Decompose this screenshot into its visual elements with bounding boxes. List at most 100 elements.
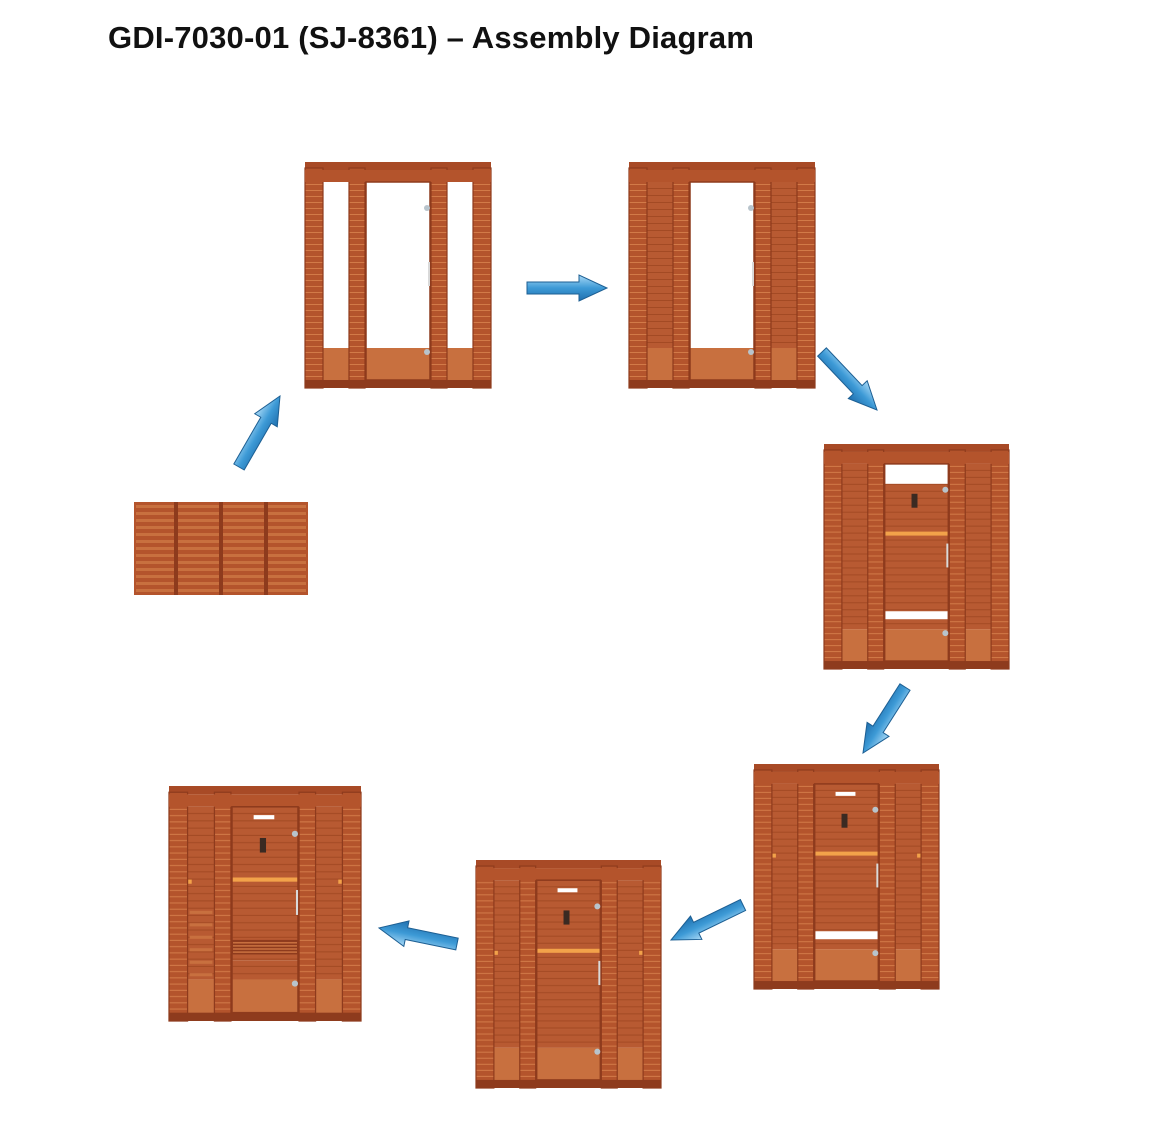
side-light-left	[493, 950, 498, 955]
door-hinge-top	[872, 806, 879, 813]
roof-cap	[169, 786, 361, 795]
top-rail	[754, 771, 939, 784]
side-bench-slat	[189, 960, 213, 964]
side-light-right	[639, 950, 644, 955]
side-wall-right	[617, 880, 644, 1048]
frame-post	[601, 866, 618, 1088]
side-light-right	[917, 853, 922, 858]
side-light-left	[771, 853, 776, 858]
frame-post	[476, 866, 494, 1088]
step-frame-with-door	[304, 162, 492, 389]
door-handle	[752, 262, 754, 286]
side-wall-right	[771, 182, 797, 348]
door-hinge-bottom	[942, 630, 949, 637]
step-bench-complete	[168, 786, 362, 1022]
frame-post	[797, 769, 814, 989]
bottom-rail	[629, 380, 815, 388]
door-hinge-bottom	[424, 349, 430, 355]
light-strip	[230, 877, 300, 882]
control-panel	[841, 813, 848, 828]
back-wall	[535, 880, 602, 1048]
door-hinge-top	[594, 903, 601, 910]
door-handle	[876, 863, 879, 888]
side-wall-left	[187, 806, 215, 980]
bench	[230, 939, 300, 955]
frame-post	[797, 168, 815, 388]
roof-cap	[476, 860, 661, 869]
frame-post	[643, 866, 661, 1088]
door-hinge-top	[748, 205, 754, 211]
side-bench-slat	[189, 973, 213, 977]
light-strip	[535, 948, 602, 953]
frame-post	[519, 866, 536, 1088]
frame-post	[949, 449, 966, 669]
side-wall-right	[895, 783, 922, 950]
top-rail	[629, 170, 815, 182]
floor-gap	[813, 931, 880, 940]
side-bench-slat	[189, 948, 213, 952]
arrow-shape	[526, 274, 609, 302]
top-rail	[169, 794, 361, 807]
sauna-floor	[771, 949, 922, 984]
side-wall-right	[965, 463, 992, 630]
door-hinge-top	[291, 830, 299, 837]
arrow-shape	[233, 394, 281, 471]
door-hinge-bottom	[291, 980, 299, 987]
bottom-rail	[824, 661, 1009, 669]
door-hinge-bottom	[872, 950, 879, 957]
blue-arrow-icon	[233, 394, 281, 471]
side-bench-slat	[189, 923, 213, 927]
blue-arrow-icon	[669, 898, 747, 941]
frame-post	[824, 449, 842, 669]
control-panel	[563, 910, 570, 925]
bench-slat	[233, 951, 297, 953]
lower-back-panel	[230, 960, 300, 980]
lower-back-panel	[535, 1029, 602, 1048]
frame-post	[342, 792, 361, 1021]
light-strip	[813, 851, 880, 856]
door-handle	[946, 543, 949, 568]
door-handle	[428, 262, 430, 286]
frame-post	[991, 449, 1009, 669]
bottom-rail	[754, 981, 939, 989]
frame-post	[629, 168, 647, 388]
frame-post	[349, 168, 365, 388]
step-floor	[134, 502, 308, 595]
arrow-shape	[862, 683, 911, 755]
step-roof-and-lights	[753, 764, 940, 990]
ceiling-light	[835, 791, 856, 796]
frame-post	[431, 168, 447, 388]
roof-cap	[754, 764, 939, 772]
frame-post	[214, 792, 231, 1021]
door-hinge-bottom	[748, 349, 754, 355]
side-wall-left	[647, 182, 673, 348]
roof-cap	[824, 444, 1009, 452]
frame-post	[879, 769, 896, 989]
ceiling-light	[253, 815, 275, 820]
sauna-floor	[493, 1047, 644, 1082]
floor-gap	[883, 611, 950, 620]
sauna-floor	[841, 629, 992, 664]
page-title: GDI-7030-01 (SJ-8361) – Assembly Diagram	[108, 20, 755, 55]
sauna-floor	[647, 348, 797, 382]
frame-post	[754, 769, 772, 989]
frame-post	[473, 168, 491, 388]
bench-slat	[233, 948, 297, 950]
floor-joist	[264, 502, 268, 595]
door-hinge-top	[424, 205, 430, 211]
arrow-shape	[816, 347, 878, 411]
blue-arrow-icon	[377, 920, 459, 951]
frame-post	[299, 792, 316, 1021]
step-ceiling-panels	[475, 860, 662, 1089]
side-wall-left	[493, 880, 520, 1048]
bench-slat	[233, 941, 297, 944]
top-rail	[476, 868, 661, 881]
control-panel	[259, 837, 267, 853]
frame-post	[305, 168, 323, 388]
frame-post-outline	[475, 865, 495, 1089]
floor-joist	[174, 502, 178, 595]
sauna-floor	[187, 979, 343, 1015]
door-hinge-bottom	[594, 1048, 601, 1055]
door-handle	[598, 960, 601, 986]
